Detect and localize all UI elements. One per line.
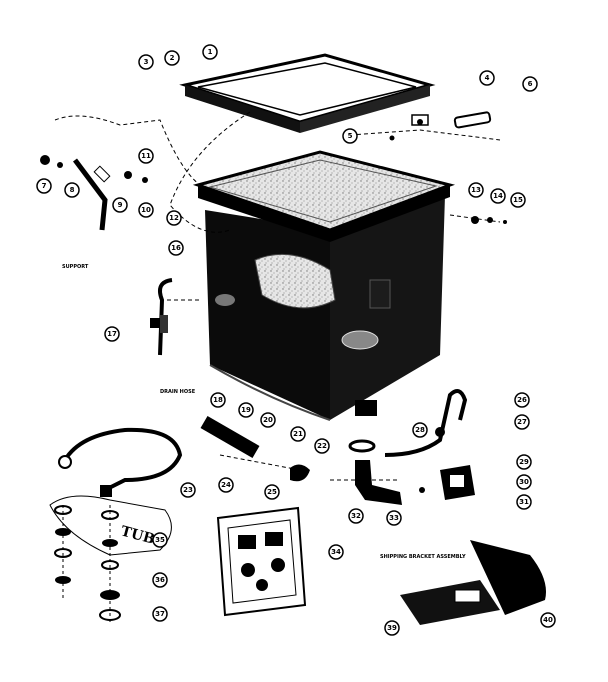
callout-1: 1 (202, 44, 218, 60)
callout-31: 31 (516, 494, 532, 510)
callout-28: 28 (412, 422, 428, 438)
svg-text:5: 5 (348, 132, 353, 140)
clamp-parts (389, 111, 492, 141)
svg-text:12: 12 (169, 214, 179, 222)
callout-17: 17 (104, 326, 120, 342)
svg-text:18: 18 (213, 396, 223, 404)
support-bracket: SUPPORT (40, 155, 148, 270)
top-frame (179, 53, 436, 133)
svg-text:2: 2 (170, 54, 175, 62)
svg-text:6: 6 (528, 80, 533, 88)
svg-text:34: 34 (331, 548, 341, 556)
callout-2: 2 (164, 50, 180, 66)
svg-text:28: 28 (415, 426, 425, 434)
svg-text:20: 20 (263, 416, 273, 424)
outlet-elbow (348, 439, 402, 505)
callout-20: 20 (260, 412, 276, 428)
svg-text:37: 37 (155, 610, 165, 618)
callout-38: 38 (0, 0, 5, 4)
svg-text:36: 36 (155, 576, 165, 584)
drain-hose (58, 427, 183, 497)
callout-13: 13 (468, 182, 484, 198)
callout-27: 27 (514, 414, 530, 430)
callout-22: 22 (314, 438, 330, 454)
svg-text:13: 13 (471, 186, 481, 194)
callout-6: 6 (522, 76, 538, 92)
right-hardware (471, 216, 507, 224)
drain-hose-label: DRAIN HOSE (160, 389, 196, 395)
callout-19: 19 (238, 402, 254, 418)
svg-text:22: 22 (317, 442, 327, 450)
fill-hose (150, 278, 173, 356)
callout-34: 34 (328, 544, 344, 560)
support-label: SUPPORT (62, 264, 89, 270)
svg-text:3: 3 (144, 58, 149, 66)
callout-39: 39 (384, 620, 400, 636)
svg-text:19: 19 (241, 406, 251, 414)
callout-14: 14 (490, 188, 506, 204)
callout-35: 35 (152, 532, 168, 548)
svg-text:21: 21 (293, 430, 303, 438)
svg-text:27: 27 (517, 418, 527, 426)
tub-body (192, 150, 456, 421)
svg-text:1: 1 (208, 48, 213, 56)
callout-16: 16 (168, 240, 184, 256)
pump-assembly (384, 389, 475, 500)
svg-text:8: 8 (70, 186, 75, 194)
callout-25: 25 (264, 484, 280, 500)
callout-37: 37 (152, 606, 168, 622)
svg-text:26: 26 (517, 396, 527, 404)
callout-12: 12 (166, 210, 182, 226)
svg-text:4: 4 (485, 74, 490, 82)
svg-text:39: 39 (387, 624, 397, 632)
svg-text:31: 31 (519, 498, 529, 506)
instruction-card (216, 506, 307, 617)
callout-21: 21 (290, 426, 306, 442)
callout-4: 4 (479, 70, 495, 86)
callout-3: 3 (138, 54, 154, 70)
svg-text:7: 7 (42, 182, 47, 190)
svg-text:23: 23 (183, 486, 193, 494)
callout-33: 33 (386, 510, 402, 526)
callout-36: 36 (152, 572, 168, 588)
svg-text:33: 33 (389, 514, 399, 522)
callout-29: 29 (516, 454, 532, 470)
callout-8: 8 (64, 182, 80, 198)
callout-10: 10 (138, 202, 154, 218)
callout-5: 5 (342, 128, 358, 144)
svg-text:35: 35 (155, 536, 165, 544)
svg-text:25: 25 (267, 488, 277, 496)
svg-text:40: 40 (543, 616, 553, 624)
shipping-bracket: SHIPPING BRACKET ASSEMBLY (380, 540, 546, 625)
svg-text:15: 15 (513, 196, 523, 204)
svg-text:32: 32 (351, 512, 361, 520)
callout-24: 24 (218, 477, 234, 493)
shipping-bracket-label: SHIPPING BRACKET ASSEMBLY (380, 554, 466, 560)
svg-text:17: 17 (107, 330, 117, 338)
svg-text:29: 29 (519, 458, 529, 466)
svg-text:11: 11 (141, 152, 151, 160)
callout-40: 40 (540, 612, 556, 628)
callout-32: 32 (348, 508, 364, 524)
svg-text:10: 10 (141, 206, 151, 214)
callout-30: 30 (516, 474, 532, 490)
mounting-hardware: TUB (49, 495, 172, 625)
callout-26: 26 (514, 392, 530, 408)
callout-9: 9 (112, 197, 128, 213)
callout-23: 23 (180, 482, 196, 498)
svg-text:16: 16 (171, 244, 181, 252)
svg-text:14: 14 (493, 192, 503, 200)
svg-text:9: 9 (118, 201, 123, 209)
callout-15: 15 (510, 192, 526, 208)
callout-markers: 1 2 3 4 5 6 7 8 9 10 11 12 13 14 15 16 1… (0, 0, 556, 636)
callout-18: 18 (210, 392, 226, 408)
callout-11: 11 (138, 148, 154, 164)
svg-text:30: 30 (519, 478, 529, 486)
svg-text:24: 24 (221, 481, 231, 489)
drain-pipe: DRAIN HOSE (160, 389, 310, 482)
callout-7: 7 (36, 178, 52, 194)
